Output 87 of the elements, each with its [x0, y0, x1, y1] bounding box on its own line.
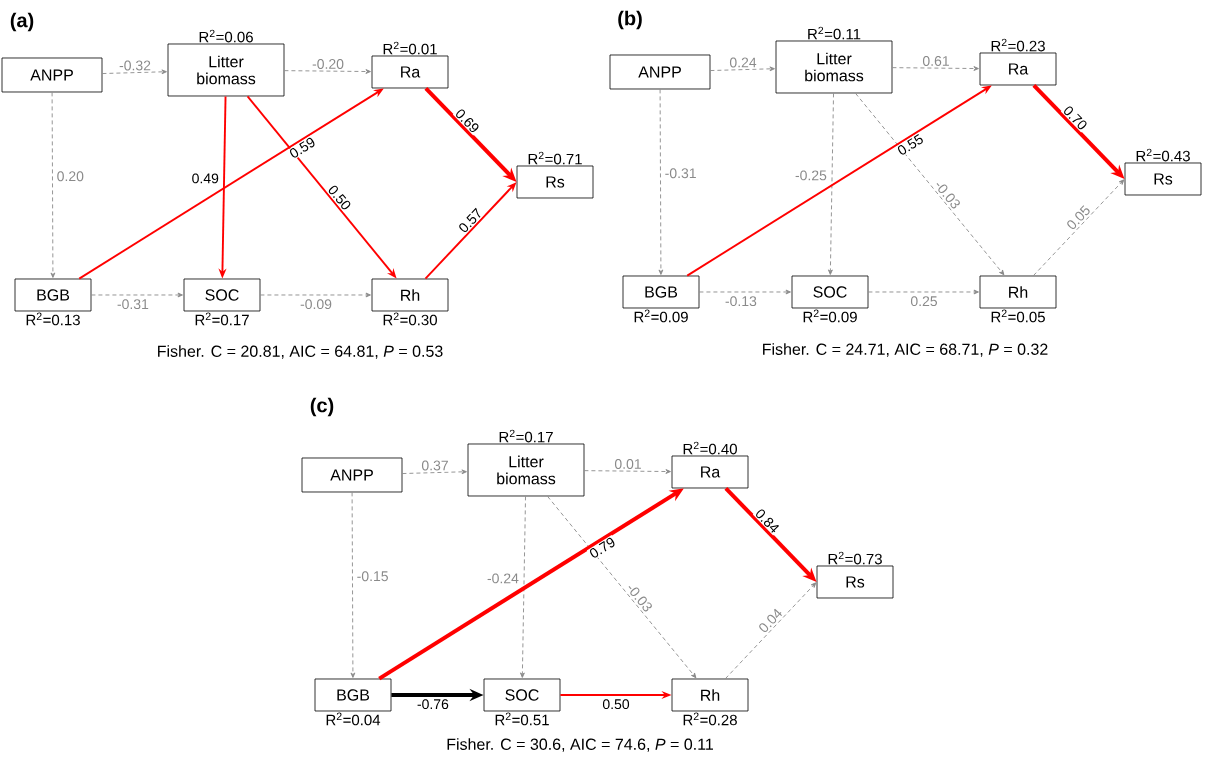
path-coefficient: 0.59 [286, 134, 318, 161]
path-arrow [725, 582, 817, 680]
path-coefficient: 0.04 [756, 605, 785, 636]
path-coefficient: 0.49 [190, 172, 220, 185]
fit-statistics: Fisher. C = 24.71, AIC = 68.71, P = 0.32 [763, 343, 1048, 357]
path-arrow [90, 292, 183, 298]
variable-box: ANPP [1, 57, 103, 93]
variable-box: BGB [14, 278, 92, 312]
path-coefficient: -0.25 [793, 169, 828, 182]
variable-box: Ra [979, 52, 1057, 86]
r-squared-label: R$^{2}$=0.17 [499, 429, 553, 443]
path-coefficient: -0.13 [723, 295, 758, 308]
variable-box: Ra [671, 455, 749, 489]
r-squared-label: R$^{2}$=0.40 [683, 441, 737, 455]
r-squared-label: R$^{2}$=0.30 [383, 312, 437, 326]
r-squared-label: R$^{2}$=0.05 [991, 309, 1045, 323]
path-arrow [1033, 179, 1125, 277]
path-coefficient: 0.50 [601, 698, 631, 711]
variable-box: Litter biomass [775, 40, 893, 94]
variable-box: ANPP [301, 457, 403, 493]
variable-box: Ra [371, 55, 449, 89]
path-arrow [891, 66, 979, 71]
r-squared-label: R$^{2}$=0.73 [828, 551, 882, 565]
path-coefficient: 0.20 [55, 170, 85, 183]
path-coefficient: 0.55 [894, 131, 926, 158]
r-squared-label: R$^{2}$=0.09 [803, 309, 857, 323]
variable-box: Litter biomass [467, 443, 585, 497]
path-coefficient: -0.76 [415, 698, 450, 711]
path-arrow [547, 495, 697, 679]
variable-box: Rs [516, 165, 594, 199]
path-arrow [828, 92, 834, 275]
panel-label: (b) [618, 10, 642, 30]
r-squared-label: R$^{2}$=0.06 [199, 29, 253, 43]
path-coefficient: -0.15 [355, 570, 390, 583]
fit-statistics: Fisher. C = 30.6, AIC = 74.6, P = 0.11 [447, 738, 713, 752]
path-coefficient: -0.20 [311, 58, 345, 70]
r-squared-label: R$^{2}$=0.43 [1136, 148, 1190, 162]
path-coefficient: 0.37 [420, 459, 450, 472]
r-squared-label: R$^{2}$=0.04 [326, 712, 381, 726]
variable-box: BGB [314, 678, 392, 712]
r-squared-label: R$^{2}$=0.01 [383, 41, 437, 55]
variable-box: Rs [816, 565, 894, 599]
variable-box: BGB [622, 275, 700, 309]
variable-box: Litter biomass [167, 43, 285, 97]
variable-box: Rh [979, 275, 1057, 309]
path-arrow [855, 92, 1005, 276]
fit-statistics: Fisher. C = 20.81, AIC = 64.81, P = 0.53 [158, 345, 443, 359]
path-coefficient: 0.69 [452, 106, 482, 136]
r-squared-label: R$^{2}$=0.51 [495, 712, 549, 726]
variable-box: SOC [791, 275, 869, 309]
panel-label: (c) [310, 397, 334, 417]
path-arrow [709, 66, 775, 72]
variable-box: Rh [371, 278, 449, 312]
path-coefficient: -0.24 [485, 572, 520, 585]
variable-box: Rs [1124, 162, 1202, 196]
r-squared-label: R$^{2}$=0.09 [634, 309, 688, 323]
variable-box: SOC [483, 678, 561, 712]
path-arrow [50, 91, 56, 278]
path-arrow [698, 289, 791, 295]
r-squared-label: R$^{2}$=0.28 [683, 712, 737, 726]
path-arrow [583, 469, 671, 474]
variable-box: SOC [183, 278, 261, 312]
path-coefficient: 0.24 [728, 56, 758, 69]
path-arrow [401, 469, 467, 475]
r-squared-label: R$^{2}$=0.17 [195, 312, 249, 326]
path-arrow [259, 292, 371, 298]
path-arrow [283, 69, 371, 74]
path-arrow [867, 289, 979, 295]
path-coefficient: -0.09 [299, 298, 333, 311]
path-arrow [520, 495, 526, 678]
path-coefficient: 0.01 [613, 458, 643, 470]
path-coefficient: 0.79 [586, 534, 618, 561]
path-coefficient: -0.31 [663, 167, 698, 180]
path-coefficient: 0.61 [921, 55, 951, 67]
r-squared-label: R$^{2}$=0.13 [26, 312, 80, 326]
variable-box: ANPP [609, 54, 711, 90]
path-coefficient: 0.25 [909, 295, 939, 308]
r-squared-label: R$^{2}$=0.11 [808, 26, 861, 40]
r-squared-label: R$^{2}$=0.71 [528, 151, 582, 165]
panel-label: (a) [10, 12, 34, 32]
path-arrow [658, 88, 664, 275]
path-arrow [101, 69, 167, 75]
path-arrow [350, 491, 356, 678]
path-coefficient: -0.31 [115, 298, 150, 311]
variable-box: Rh [671, 678, 749, 712]
path-coefficient: -0.32 [118, 59, 152, 72]
r-squared-label: R$^{2}$=0.23 [991, 38, 1045, 52]
